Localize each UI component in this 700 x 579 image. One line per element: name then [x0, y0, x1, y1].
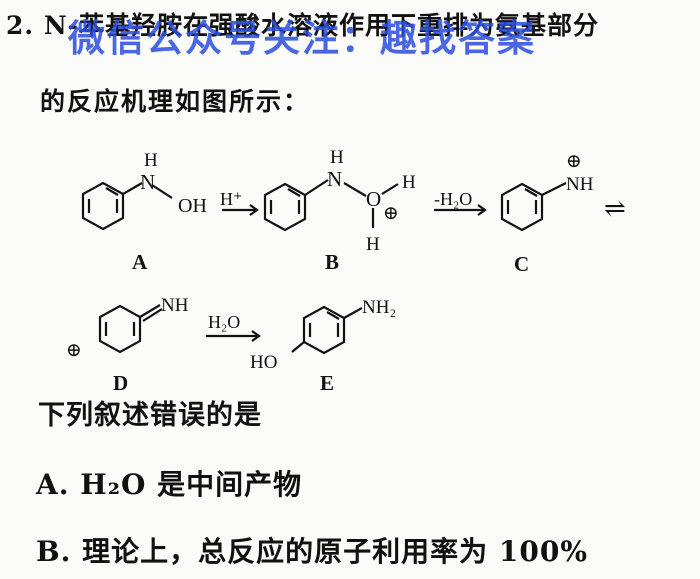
atom-oh: OH [178, 195, 207, 217]
label-d: D [113, 371, 128, 395]
arrow-3: H₂O [206, 312, 261, 342]
question-stem-line2: 的反应机理如图所示： [40, 87, 311, 116]
atom-nh: NH [161, 295, 189, 316]
reagent-minus-water: -H₂O [434, 189, 472, 209]
question-prompt: 下列叙述错误的是 [38, 400, 262, 431]
atom-h: H [402, 172, 416, 193]
label-e: E [320, 371, 334, 395]
positive-charge-icon: ⊕ [383, 203, 399, 224]
reaction-scheme: H N OH A H⁺ H N O H H ⊕ B -H₂O [66, 147, 626, 395]
equilibrium-arrow: ⇌ [604, 194, 626, 223]
compound-c: ⊕ NH C [500, 151, 594, 276]
arrow-1: H⁺ [220, 189, 259, 216]
option-b-label: B. [36, 535, 72, 568]
option-a-label: A. [36, 468, 70, 501]
compound-d: NH ⊕ D [66, 295, 189, 395]
equilibrium-icon: ⇌ [604, 194, 626, 223]
atom-n: N [327, 167, 342, 191]
compound-e: NH₂ HO E [250, 297, 396, 395]
option-b: B. 理论上，总反应的原子利用率为 100% [36, 530, 588, 570]
option-a: A. H₂O 是中间产物 [36, 463, 302, 503]
compound-a: H N OH A [81, 150, 207, 274]
positive-charge-icon: ⊕ [566, 151, 582, 172]
positive-charge-icon: ⊕ [66, 340, 82, 361]
option-b-text: 理论上，总反应的原子利用率为 100% [82, 535, 588, 568]
arrow-2: -H₂O [434, 189, 487, 216]
atom-h: H [144, 150, 158, 171]
stem-text: N-苯基羟胺在强酸水溶液作用下重排为氨基部分 [43, 11, 600, 40]
atom-ho: HO [250, 352, 277, 373]
question-stem-line1: 2. N-苯基羟胺在强酸水溶液作用下重排为氨基部分 [6, 6, 599, 42]
watermark-overlay: 微信公众号关注：趣找答案 [68, 17, 536, 60]
label-c: C [514, 252, 529, 276]
atom-h: H [330, 147, 344, 168]
compound-b: H N O H H ⊕ B [263, 147, 416, 274]
atom-n: N [140, 170, 155, 194]
atom-o: O [366, 187, 381, 211]
option-a-text: H₂O 是中间产物 [80, 468, 303, 501]
label-a: A [132, 250, 148, 274]
label-b: B [325, 250, 339, 274]
atom-h: H [366, 234, 380, 255]
atom-nh: NH [566, 174, 594, 195]
atom-nh2: NH₂ [362, 297, 396, 318]
reagent-water: H₂O [208, 312, 240, 332]
reagent-h-plus: H⁺ [220, 189, 243, 209]
question-number: 2. [6, 11, 35, 40]
